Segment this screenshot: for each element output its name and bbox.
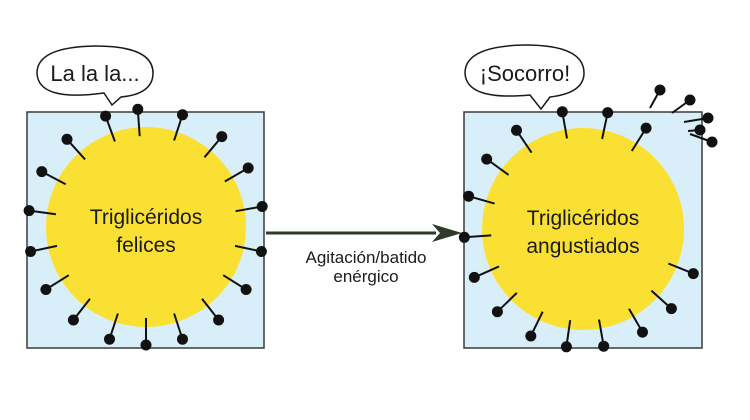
emulsifier-pin [601, 107, 614, 140]
emulsifier-pin [511, 124, 533, 154]
triglyceride-blob-left [46, 127, 246, 327]
emulsifier-pin [689, 133, 718, 148]
emulsifier-pin [481, 153, 510, 176]
arrow-label-line2: enérgico [333, 267, 398, 286]
emulsifier-pin [132, 103, 144, 137]
emulsifier-pin [628, 308, 648, 338]
emulsifier-pin [556, 106, 568, 139]
process-arrow [266, 224, 462, 242]
speech-bubble-right: ¡Socorro! [464, 44, 585, 111]
blob-label-left-line2: felices [116, 234, 176, 257]
emulsifier-molecules-left [23, 103, 268, 351]
emulsifier-pin [234, 244, 267, 257]
speech-bubble-left: La la la... [36, 45, 154, 107]
emulsifier-pin [687, 124, 706, 136]
emulsifier-pin [201, 298, 225, 326]
emulsifier-pin [173, 109, 188, 141]
emulsifier-pin [67, 298, 91, 326]
blob-label-right-line2: angustiados [526, 235, 639, 258]
panel-happy: Triglicéridos felices [23, 103, 268, 351]
emulsifier-pin [173, 313, 188, 345]
bubble-text-right: ¡Socorro! [480, 61, 570, 86]
emulsifier-pin [203, 131, 228, 158]
emulsifier-pin [104, 313, 119, 345]
emulsifier-pin [491, 292, 518, 318]
emulsifier-pin [683, 112, 714, 124]
emulsifier-pin [671, 94, 696, 114]
emulsifier-pin [61, 133, 86, 161]
emulsifier-pin [463, 190, 495, 205]
emulsifier-pin [560, 319, 572, 353]
emulsifier-pin [649, 84, 666, 109]
emulsifier-molecules-right [458, 106, 699, 353]
emulsifier-pin [23, 205, 57, 217]
emulsifier-pin [458, 231, 492, 243]
emulsifier-pin [650, 289, 677, 315]
bubble-text-left: La la la... [50, 61, 139, 86]
blob-label-right-line1: Triglicéridos [527, 207, 639, 230]
panel-distressed: Triglicéridos angustiados [458, 84, 718, 353]
arrow-label-line1: Agitación/batido [306, 248, 427, 267]
emulsifier-pin [40, 274, 70, 295]
emulsifier-pin [630, 122, 652, 152]
emulsifier-pin [235, 201, 268, 213]
emulsifier-pin [140, 318, 152, 351]
emulsifier-pin [468, 265, 500, 283]
emulsifier-pin [224, 162, 254, 183]
emulsifier-pin [36, 166, 67, 186]
emulsifier-pin [525, 311, 544, 342]
emulsifier-pin [222, 274, 252, 295]
triglyceride-blob-right [482, 128, 684, 330]
emulsifier-pin [100, 110, 116, 142]
emulsifier-pin [667, 262, 699, 280]
emulsifier-pin [598, 319, 610, 352]
blob-label-left-line1: Triglicéridos [90, 206, 202, 229]
emulsifier-pin [25, 244, 58, 257]
emulsifier-molecules-escaping [649, 84, 718, 148]
